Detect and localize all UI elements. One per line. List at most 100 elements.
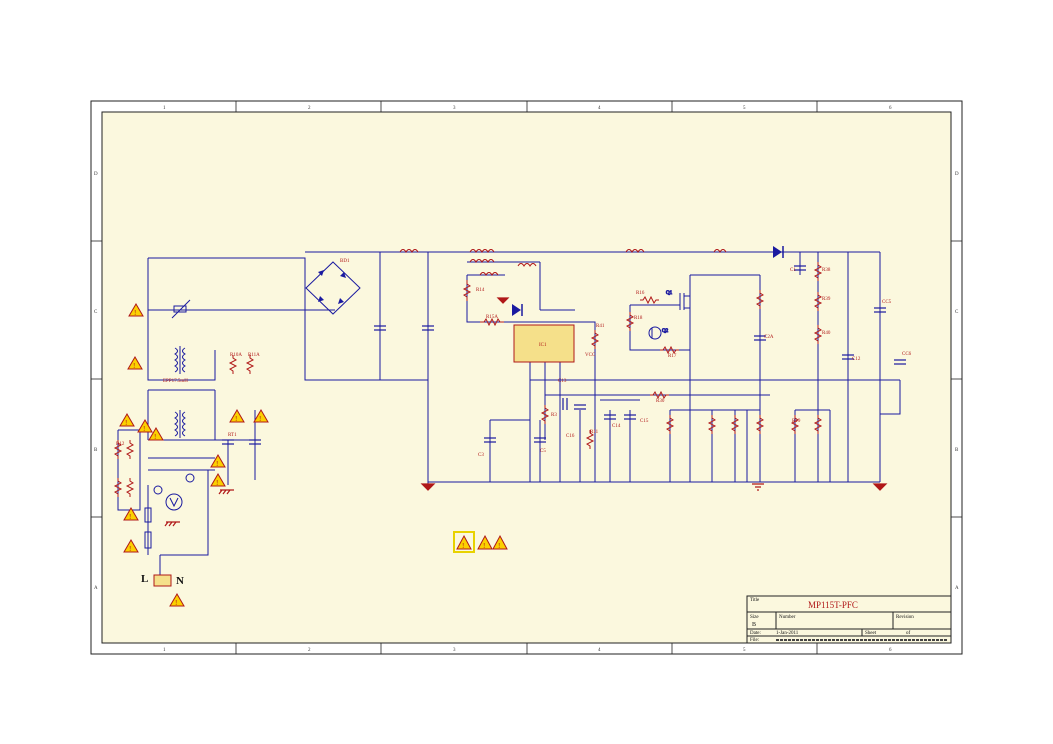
capacitor-c1 bbox=[794, 265, 806, 271]
title-caption: Title bbox=[750, 598, 760, 603]
components: BD1 IC1 bbox=[113, 246, 912, 587]
resistor-r40 bbox=[813, 325, 823, 344]
label-r40: R40 bbox=[822, 331, 831, 336]
warning-icon: ! bbox=[210, 473, 226, 487]
resistor-rb bbox=[730, 415, 740, 434]
label-r12: R12 bbox=[116, 442, 125, 447]
svg-text:Q2: Q2 bbox=[662, 329, 669, 334]
resistors bbox=[113, 262, 823, 497]
label-r3: R3 bbox=[551, 413, 557, 418]
size-caption: Size bbox=[750, 615, 759, 620]
capacitor-c-b bbox=[422, 325, 434, 331]
capacitor-c2a bbox=[754, 335, 766, 341]
capacitor-cc5 bbox=[874, 307, 886, 313]
neutral-terminal-label: N bbox=[176, 575, 184, 587]
zone-col-1-bottom: 1 bbox=[163, 648, 166, 653]
label-r41: R41 bbox=[596, 324, 605, 329]
resistor-rd bbox=[790, 415, 800, 434]
warning-icon: ! bbox=[492, 534, 508, 550]
capacitor-cc6 bbox=[894, 359, 906, 365]
label-r15a: R15A bbox=[486, 315, 498, 320]
resistor-r19 bbox=[665, 415, 675, 434]
bridge-label: BD1 bbox=[340, 259, 350, 264]
zone-col-4-top: 4 bbox=[598, 106, 601, 111]
label-r30: R30 bbox=[656, 399, 665, 404]
resistor-rf bbox=[585, 430, 595, 449]
warning-icon-selected[interactable]: ! bbox=[456, 534, 472, 550]
resistor-r38 bbox=[813, 262, 823, 281]
selection-box[interactable] bbox=[453, 531, 475, 553]
label-r17: R17 bbox=[668, 354, 677, 359]
title-block: Title MP115T-PFC Size B Number Revision … bbox=[746, 595, 952, 644]
capacitor-c5 bbox=[534, 437, 546, 443]
resistor-ra bbox=[707, 415, 717, 434]
label-r19: R19 bbox=[792, 419, 801, 424]
drawing-area bbox=[101, 111, 952, 644]
resistor-r14 bbox=[462, 280, 472, 301]
varistor-dot-1 bbox=[153, 485, 163, 495]
warning-icon: ! bbox=[119, 413, 135, 427]
varistor-dot-2 bbox=[185, 473, 195, 483]
ground-symbols bbox=[164, 297, 888, 527]
label-cc5: CC5 bbox=[882, 300, 892, 305]
svg-text:!: ! bbox=[133, 362, 135, 370]
label-vcc: VCC bbox=[585, 353, 596, 358]
zone-col-4-bottom: 4 bbox=[598, 648, 601, 653]
capacitor-c14 bbox=[604, 414, 616, 420]
svg-text:!: ! bbox=[134, 309, 136, 317]
capacitor-cx2 bbox=[249, 439, 261, 445]
resistor-rx4 bbox=[125, 478, 135, 497]
warning-icon: ! bbox=[123, 507, 139, 521]
svg-text:!: ! bbox=[125, 419, 127, 427]
inductor-l1 bbox=[399, 249, 419, 253]
label-c5: C5 bbox=[540, 449, 546, 454]
wiring bbox=[117, 251, 901, 575]
resistor-r15a bbox=[480, 317, 504, 327]
zone-row-a-left: A bbox=[94, 586, 98, 591]
warning-icon: ! bbox=[148, 427, 164, 441]
resistor-r39 bbox=[813, 292, 823, 311]
svg-text:!: ! bbox=[483, 542, 485, 550]
label-c16: C16 bbox=[566, 434, 575, 439]
label-r38: R38 bbox=[822, 268, 831, 273]
capacitors bbox=[222, 265, 906, 445]
svg-text:!: ! bbox=[129, 513, 131, 521]
zone-col-2-bottom: 2 bbox=[308, 648, 311, 653]
zone-row-c-left: C bbox=[94, 310, 98, 315]
resistor-re bbox=[813, 415, 823, 434]
capacitor-c12 bbox=[842, 354, 854, 360]
zone-row-d-right: D bbox=[955, 172, 959, 177]
capacitor-c3 bbox=[484, 437, 496, 443]
resistor-rc bbox=[755, 415, 765, 434]
label-c2a: C2A bbox=[764, 335, 774, 340]
label-cc6: CC6 bbox=[902, 352, 912, 357]
thermistor-rt1 bbox=[173, 305, 187, 313]
svg-text:!: ! bbox=[216, 479, 218, 487]
svg-text:!: ! bbox=[129, 545, 131, 553]
svg-text:!: ! bbox=[175, 599, 177, 607]
resistor-rg bbox=[540, 405, 550, 424]
label-r14: R14 bbox=[476, 288, 485, 293]
label-c13: C13 bbox=[558, 379, 567, 384]
warning-icon: ! bbox=[127, 356, 143, 370]
capacitor-c16 bbox=[562, 398, 568, 410]
resistor-rh bbox=[755, 290, 765, 309]
zone-col-3-bottom: 3 bbox=[453, 648, 456, 653]
label-r18: R18 bbox=[634, 316, 643, 321]
inductor-l4 bbox=[479, 272, 499, 276]
zone-row-d-left: D bbox=[94, 172, 98, 177]
inductor-l3 bbox=[469, 259, 495, 263]
resistor-r16 bbox=[640, 295, 659, 305]
label-r11a: R11A bbox=[248, 353, 260, 358]
label-c1: C1 bbox=[790, 268, 796, 273]
bjt-q2: Q2 bbox=[648, 326, 669, 340]
ic-label: IC1 bbox=[539, 343, 547, 348]
svg-text:Q1: Q1 bbox=[666, 291, 673, 296]
svg-text:!: ! bbox=[154, 433, 156, 441]
svg-text:!: ! bbox=[216, 460, 218, 468]
zone-row-c-right: C bbox=[955, 310, 959, 315]
zone-col-2-top: 2 bbox=[308, 106, 311, 111]
number-caption: Number bbox=[779, 615, 796, 620]
resistor-r30 bbox=[650, 390, 669, 400]
warning-icon: ! bbox=[229, 409, 245, 423]
